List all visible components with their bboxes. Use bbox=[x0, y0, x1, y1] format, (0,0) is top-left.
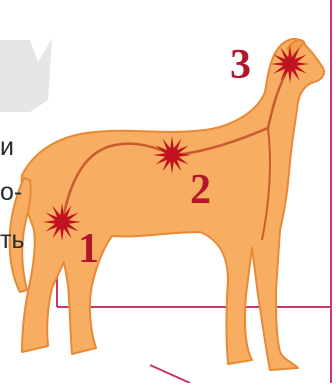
point-label-3: 3 bbox=[230, 42, 251, 88]
bottom-pointer-line bbox=[150, 365, 190, 383]
dog-silhouette bbox=[10, 39, 324, 370]
side-text-line-2: о- bbox=[0, 180, 22, 205]
side-text-line-1: и bbox=[0, 135, 14, 160]
point-label-2: 2 bbox=[190, 167, 211, 213]
point-label-1: 1 bbox=[78, 226, 99, 272]
side-text-line-3: ть bbox=[0, 228, 24, 253]
gray-background-shape bbox=[0, 38, 52, 112]
